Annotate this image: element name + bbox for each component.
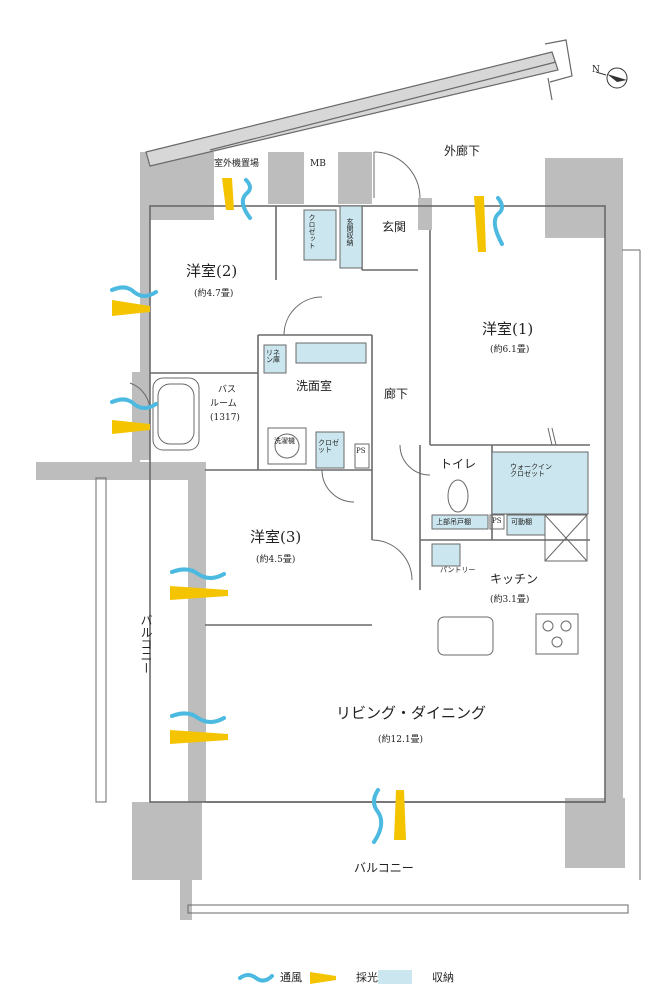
storage-ps2: PS bbox=[492, 517, 502, 525]
legend: 通風 採光 収納 bbox=[240, 966, 454, 988]
room-balcony-bottom: バルコニー bbox=[354, 861, 414, 875]
compass-icon bbox=[595, 67, 628, 89]
room-western3-area: (約4.5畳) bbox=[256, 555, 296, 565]
door-swings bbox=[95, 151, 641, 914]
wind-markers bbox=[110, 178, 504, 844]
storage-pantry: パントリー bbox=[440, 566, 476, 574]
room-corridor: 廊下 bbox=[384, 387, 409, 401]
room-mb: MB bbox=[310, 159, 326, 169]
storage-closet-small: クロゼット bbox=[318, 439, 339, 454]
storage-upper-shelf: 上部吊戸棚 bbox=[436, 518, 471, 526]
storage-areas bbox=[263, 205, 589, 567]
storage-movable-shelf: 可動棚 bbox=[511, 518, 532, 526]
room-living-name: リビング・ダイニング bbox=[336, 704, 487, 722]
light-markers bbox=[112, 178, 486, 840]
fixtures bbox=[152, 342, 588, 656]
legend-ventilation: 通風 bbox=[280, 970, 302, 984]
room-bath-line3: (1317) bbox=[210, 413, 240, 423]
room-toilet: トイレ bbox=[440, 457, 477, 471]
room-western2-area: (約4.7畳) bbox=[194, 289, 234, 299]
compass-label: N bbox=[592, 65, 600, 75]
room-kitchen-name: キッチン bbox=[490, 572, 539, 586]
room-western1-area: (約6.1畳) bbox=[490, 345, 530, 355]
room-entrance: 玄関 bbox=[382, 220, 407, 234]
storage-walkin: ウォークイン クロゼット bbox=[510, 463, 552, 478]
room-western2-name: 洋室(2) bbox=[186, 262, 238, 280]
room-washroom: 洗面室 bbox=[296, 379, 333, 393]
storage-closet-w2: クロゼット bbox=[308, 214, 316, 249]
room-bath-line2: ルーム bbox=[210, 399, 237, 409]
room-western1-name: 洋室(1) bbox=[482, 320, 534, 338]
room-balcony-left: バルコニー bbox=[139, 614, 153, 674]
legend-storage: 収納 bbox=[432, 970, 454, 984]
room-western3-name: 洋室(3) bbox=[250, 528, 302, 546]
outer-railing bbox=[145, 39, 573, 167]
legend-daylight: 採光 bbox=[356, 970, 378, 984]
room-bath-line1: バス bbox=[218, 385, 237, 395]
room-outer-corridor: 外廊下 bbox=[444, 144, 481, 158]
wall-blocks bbox=[36, 152, 625, 920]
room-outdoor-unit: 室外機置場 bbox=[214, 159, 260, 169]
legend-swatches bbox=[238, 970, 412, 984]
storage-entrance: 玄関収納 bbox=[346, 218, 354, 246]
room-kitchen-area: (約3.1畳) bbox=[490, 595, 530, 605]
storage-linen: リネン庫 bbox=[266, 349, 280, 364]
room-living-area: (約12.1畳) bbox=[378, 735, 424, 745]
storage-ps1: PS bbox=[356, 447, 366, 455]
storage-washer: 洗濯機 bbox=[274, 437, 295, 445]
